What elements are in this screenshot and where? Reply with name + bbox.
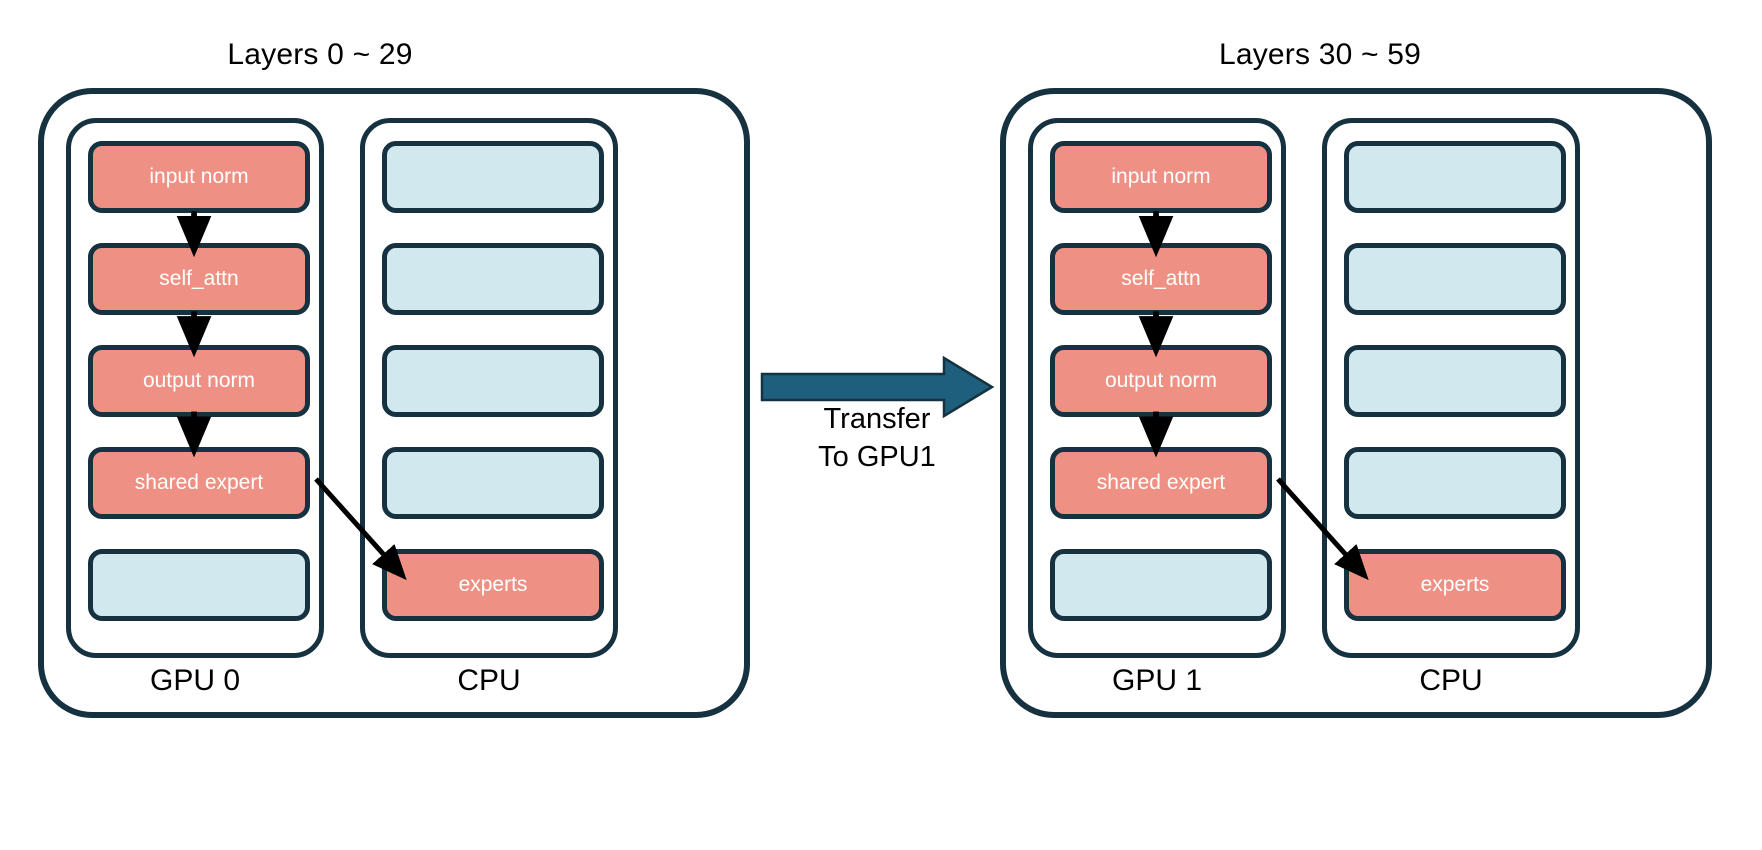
block-cpu-expert-slot-3[interactable] — [382, 345, 604, 417]
cpu0-column: experts — [360, 118, 618, 658]
gpu1-label: GPU 1 — [1111, 664, 1203, 697]
block-gpu-empty-slot[interactable] — [88, 549, 310, 621]
block-self-attn[interactable]: self_attn — [1050, 243, 1272, 315]
block-experts[interactable]: experts — [1344, 549, 1566, 621]
block-shared-expert[interactable]: shared expert — [88, 447, 310, 519]
block-input-norm[interactable]: input norm — [88, 141, 310, 213]
device-group-right: input norm self_attn output norm shared … — [1000, 88, 1712, 718]
block-experts[interactable]: experts — [382, 549, 604, 621]
block-shared-expert[interactable]: shared expert — [1050, 447, 1272, 519]
block-cpu-expert-slot-2[interactable] — [1344, 243, 1566, 315]
block-cpu-expert-slot-1[interactable] — [382, 141, 604, 213]
group-title-right: Layers 30 ~ 59 — [1218, 38, 1422, 71]
cpu1-label: CPU — [1419, 664, 1483, 697]
block-cpu-expert-slot-3[interactable] — [1344, 345, 1566, 417]
block-cpu-expert-slot-1[interactable] — [1344, 141, 1566, 213]
group-title-left: Layers 0 ~ 29 — [227, 38, 413, 71]
block-cpu-expert-slot-4[interactable] — [1344, 447, 1566, 519]
block-self-attn[interactable]: self_attn — [88, 243, 310, 315]
device-group-left: input norm self_attn output norm shared … — [38, 88, 750, 718]
transfer-arrow-icon — [760, 355, 995, 419]
block-output-norm[interactable]: output norm — [88, 345, 310, 417]
gpu0-column: input norm self_attn output norm shared … — [66, 118, 324, 658]
block-input-norm[interactable]: input norm — [1050, 141, 1272, 213]
block-cpu-expert-slot-2[interactable] — [382, 243, 604, 315]
gpu0-label: GPU 0 — [149, 664, 241, 697]
cpu1-column: experts — [1322, 118, 1580, 658]
block-gpu-empty-slot[interactable] — [1050, 549, 1272, 621]
gpu1-column: input norm self_attn output norm shared … — [1028, 118, 1286, 658]
block-cpu-expert-slot-4[interactable] — [382, 447, 604, 519]
block-output-norm[interactable]: output norm — [1050, 345, 1272, 417]
transfer-label: Transfer To GPU1 — [818, 403, 936, 473]
cpu0-label: CPU — [457, 664, 521, 697]
